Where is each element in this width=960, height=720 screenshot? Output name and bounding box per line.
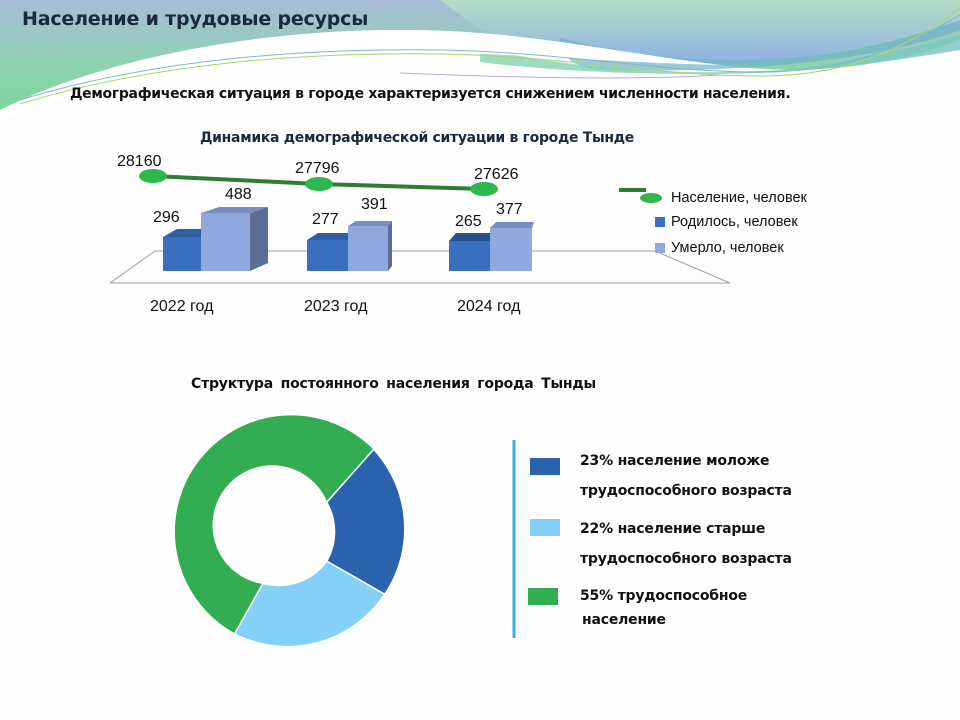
population-marker <box>305 177 333 191</box>
legend-item-died: Умерло, человек <box>671 240 784 256</box>
page-subtitle: Демографическая ситуация в городе характ… <box>70 86 791 102</box>
legend-working-line1: 55% трудоспособное <box>580 588 748 604</box>
died-label-2024: 377 <box>496 201 523 218</box>
legend-old-line1: 22% население старше <box>580 521 766 537</box>
x-axis-label-2024: 2024 год <box>457 298 521 315</box>
population-label-2023: 27796 <box>295 160 340 177</box>
population-structure-title: Структура постоянного населения города Т… <box>191 376 596 392</box>
born-label-2022: 296 <box>153 209 180 226</box>
legend-item-born: Родилось, человек <box>671 214 798 230</box>
donut-segment-old <box>233 560 386 648</box>
born-label-2023: 277 <box>312 211 339 228</box>
population-marker <box>470 182 498 196</box>
population-label-2022: 28160 <box>117 153 162 170</box>
demographics-chart-title: Динамика демографической ситуации в горо… <box>200 130 634 146</box>
legend-young-line2: трудоспособного возраста <box>580 483 792 499</box>
born-label-2024: 265 <box>455 213 482 230</box>
page-title: Население и трудовые ресурсы <box>22 8 369 30</box>
x-axis-label-2023: 2023 год <box>304 298 368 315</box>
bar-group-2023 <box>307 221 392 271</box>
donut-segment-working <box>173 413 376 636</box>
died-label-2023: 391 <box>361 196 388 213</box>
legend-swatch-young <box>530 458 560 475</box>
x-axis-label-2022: 2022 год <box>150 298 214 315</box>
died-label-2022: 488 <box>225 186 252 203</box>
population-label-2024: 27626 <box>474 166 519 183</box>
population-marker <box>139 169 167 183</box>
legend-old-line2: трудоспособного возраста <box>580 551 792 567</box>
legend-item-population: Население, человек <box>671 190 807 206</box>
legend-swatch-working <box>528 588 558 605</box>
legend-young-line1: 23% население моложе <box>580 453 770 469</box>
legend-swatch-old <box>530 519 560 536</box>
legend-working-line2: население <box>582 612 666 628</box>
bar-group-2022 <box>163 207 268 271</box>
bar-group-2024 <box>449 222 534 271</box>
